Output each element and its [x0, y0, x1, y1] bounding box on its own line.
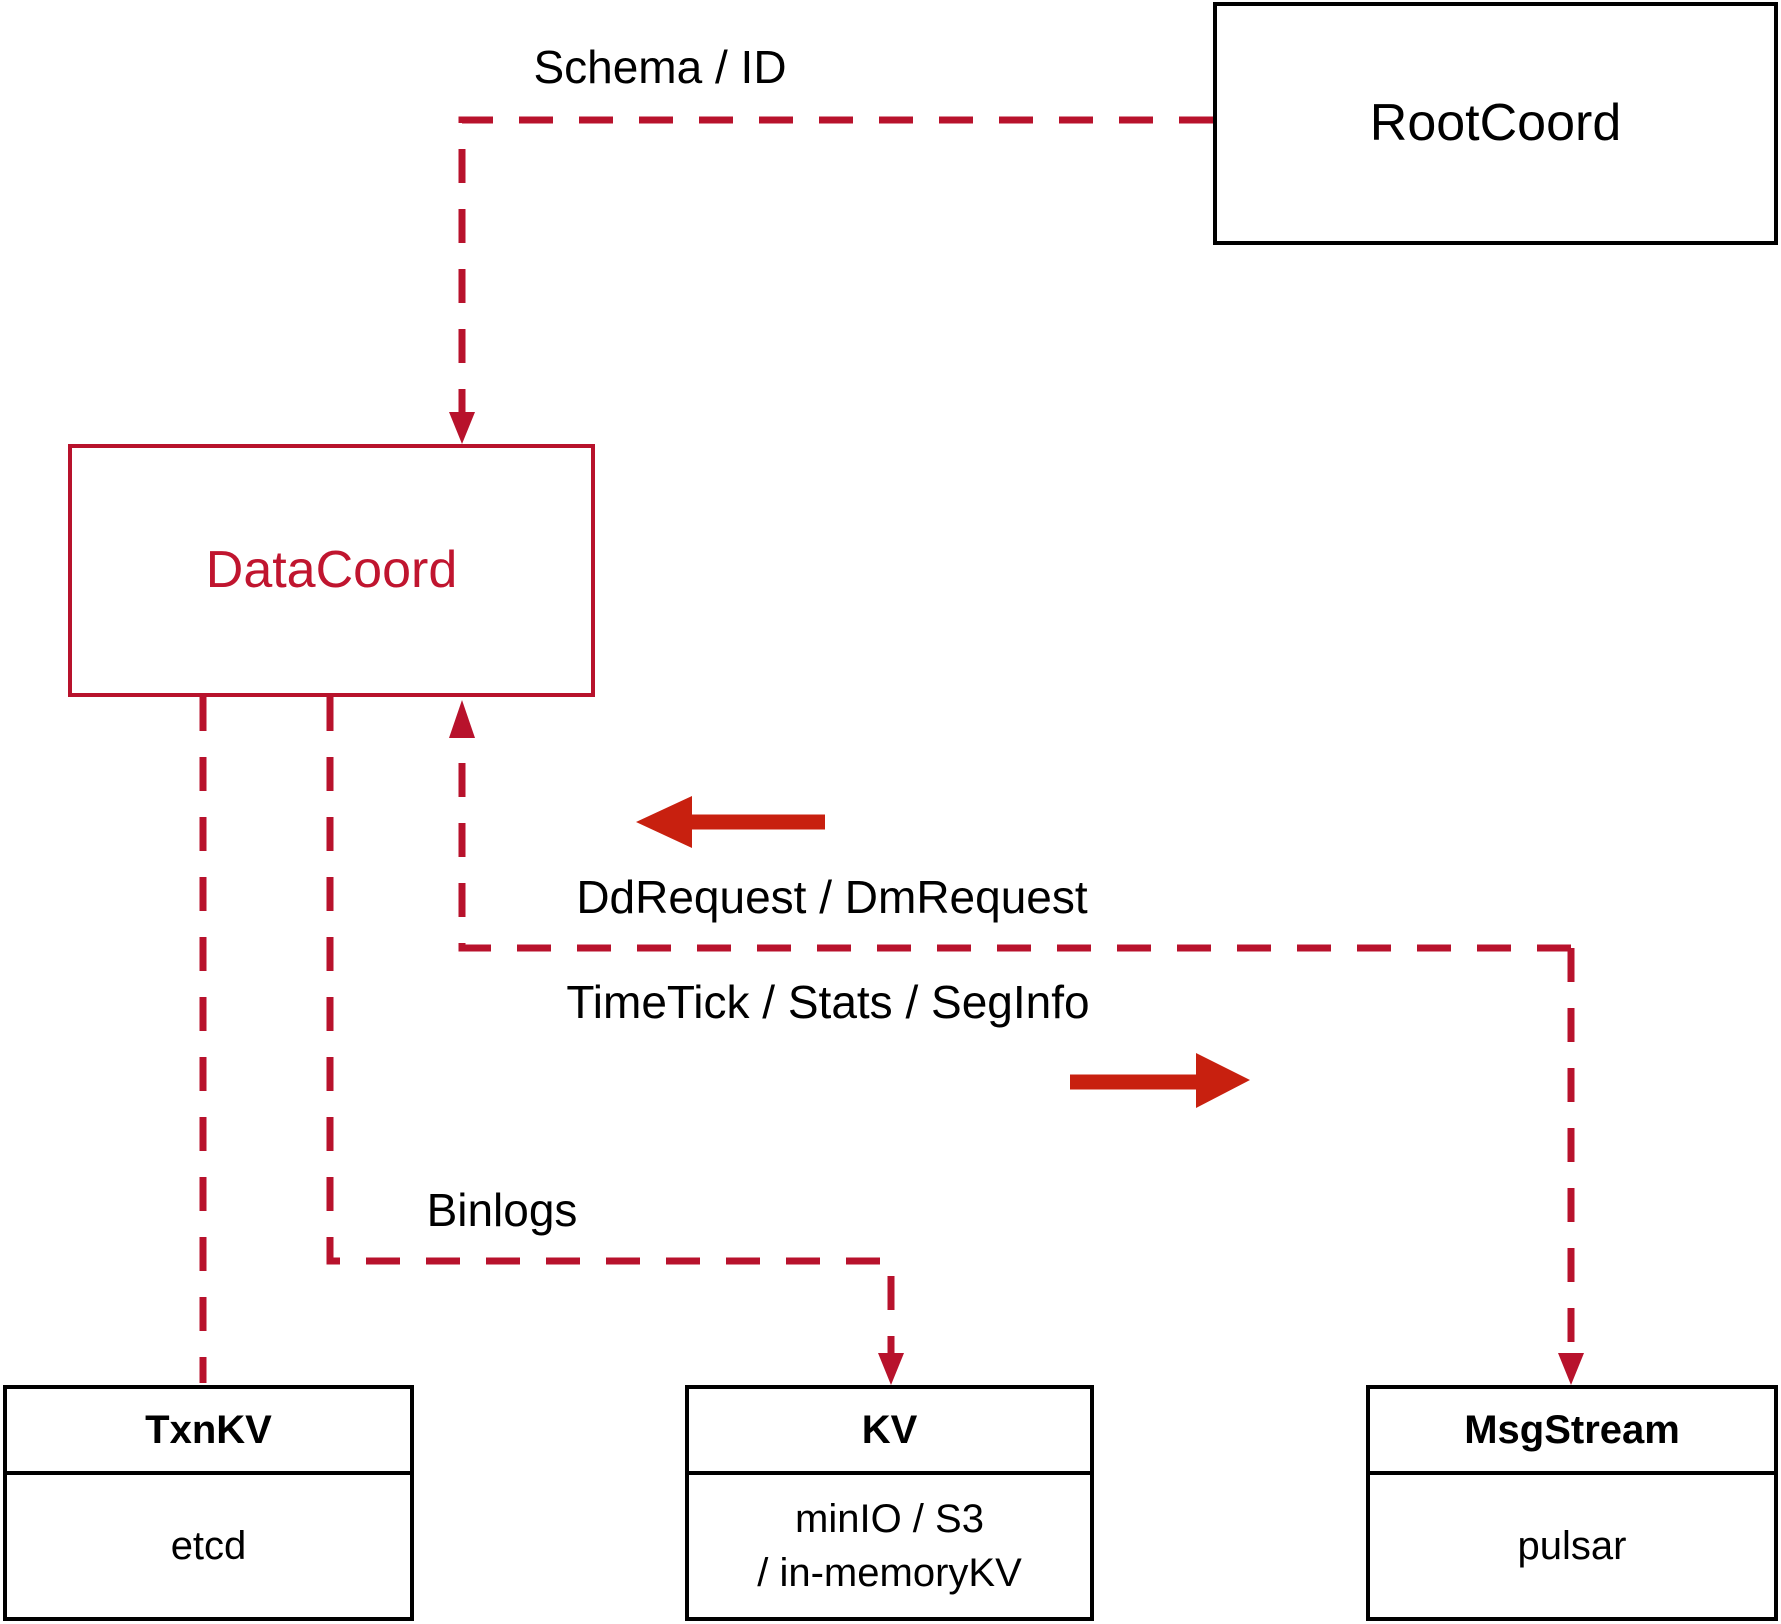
edge-label-binlogs: Binlogs	[426, 1184, 578, 1236]
node-kv-detail: minIO / S3 / in-memoryKV	[757, 1497, 1022, 1595]
node-msgstream-detail: pulsar	[1517, 1524, 1627, 1568]
node-msgstream[interactable]: MsgStream pulsar	[1366, 1385, 1778, 1621]
direction-arrow-left	[636, 796, 825, 848]
edge-label-ddrequest-dmrequest: DdRequest / DmRequest	[576, 871, 1088, 923]
node-rootcoord[interactable]: RootCoord	[1213, 2, 1778, 245]
node-txnkv[interactable]: TxnKV etcd	[3, 1385, 414, 1621]
node-datacoord[interactable]: DataCoord	[68, 444, 595, 697]
edge-timetick-stats-seginfo	[1558, 948, 1584, 1385]
edge-label-schema-id: Schema / ID	[533, 41, 787, 93]
edge-ddrequest-dmrequest	[449, 700, 1571, 952]
node-kv-title: KV	[689, 1389, 1090, 1475]
direction-arrow-right	[1070, 1053, 1250, 1108]
edge-binlogs	[326, 697, 904, 1385]
edge-schema-id	[449, 116, 1213, 444]
node-txnkv-title: TxnKV	[7, 1389, 410, 1475]
edge-label-timetick-stats-seginfo: TimeTick / Stats / SegInfo	[566, 976, 1090, 1028]
node-datacoord-label: DataCoord	[205, 540, 458, 599]
node-kv[interactable]: KV minIO / S3 / in-memoryKV	[685, 1385, 1094, 1621]
node-msgstream-title: MsgStream	[1370, 1389, 1774, 1475]
node-rootcoord-label: RootCoord	[1369, 93, 1622, 152]
node-txnkv-detail: etcd	[170, 1524, 247, 1568]
